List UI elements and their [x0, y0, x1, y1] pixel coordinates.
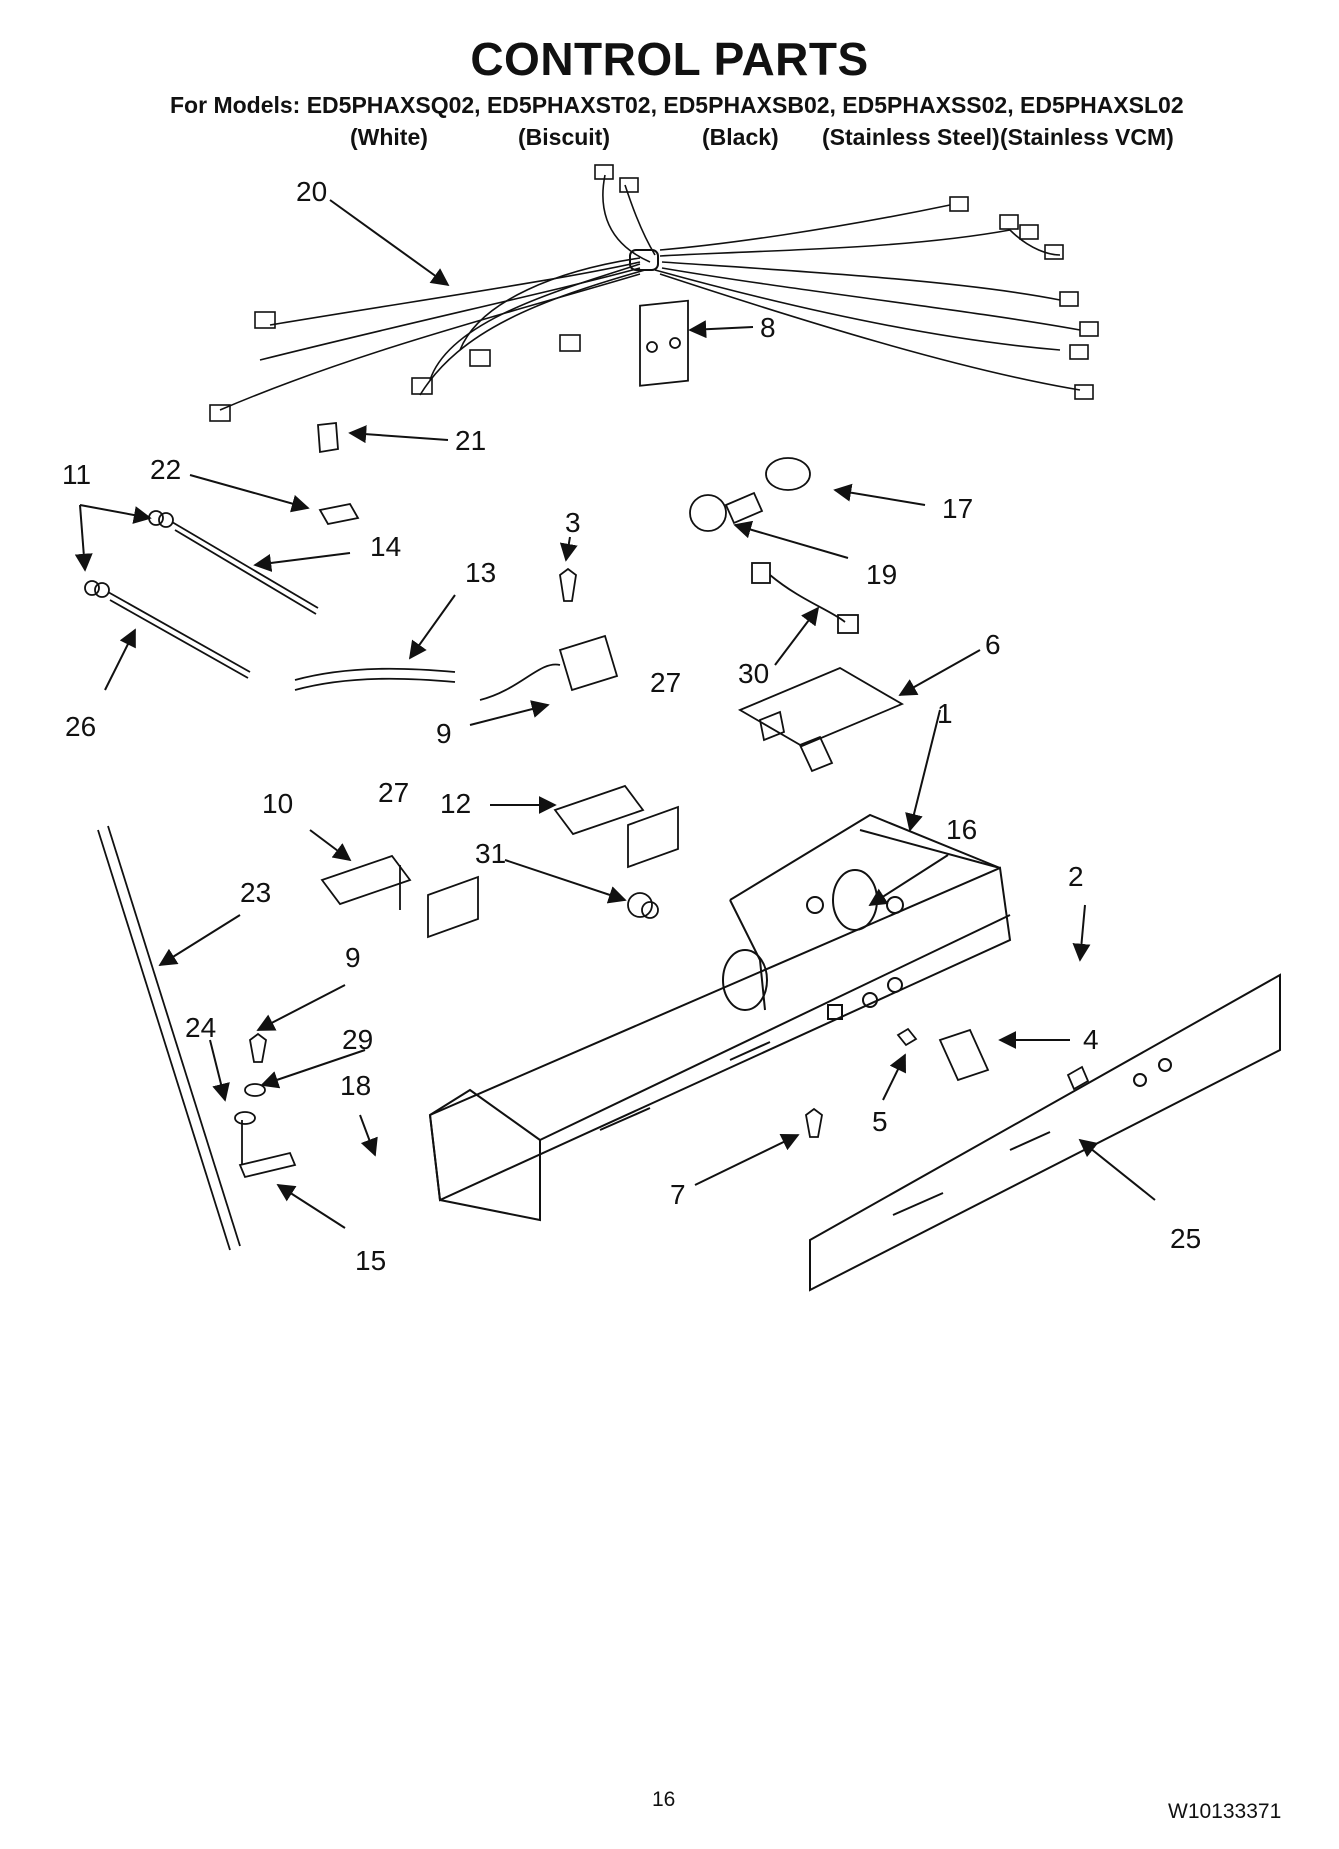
wire-harness: [209, 164, 1099, 422]
callout-label: 11: [62, 459, 91, 490]
models-line: For Models: ED5PHAXSQ02, ED5PHAXST02, ED…: [170, 92, 1184, 118]
callout-label: 16: [946, 814, 977, 845]
callout-label: 10: [262, 788, 293, 819]
callout-label: 15: [355, 1245, 386, 1276]
page-title: CONTROL PARTS: [470, 33, 869, 85]
callout-label: 12: [440, 788, 471, 819]
callout-label: 5: [872, 1106, 888, 1137]
parts-drawing: [84, 299, 1090, 1251]
callout-label: 9: [345, 942, 361, 973]
finish-black: (Black): [702, 124, 779, 150]
callout-label: 17: [942, 493, 973, 524]
callout-label: 2: [1068, 861, 1084, 892]
callout-label: 26: [65, 711, 96, 742]
callout-label: 4: [1083, 1024, 1099, 1055]
leader-lines: [74, 199, 1156, 1229]
callout-label: 27: [378, 777, 409, 808]
page-number: 16: [652, 1788, 676, 1811]
finish-stainless-vcm: (Stainless VCM): [1000, 124, 1174, 150]
callout-label: 27: [650, 667, 681, 698]
callout-label: 6: [985, 629, 1001, 660]
trim-strip: [809, 973, 1281, 1292]
callout-label: 7: [670, 1179, 686, 1210]
callout-label: 29: [342, 1024, 373, 1055]
callout-label: 30: [738, 658, 769, 689]
finish-stainless-steel: (Stainless Steel): [822, 124, 1000, 150]
callout-label: 9: [436, 718, 452, 749]
callout-label: 14: [370, 531, 401, 562]
callout-label: 23: [240, 877, 271, 908]
callout-labels: 20 8 21 11 22 14 3 17 19 13 26 9 27 30 6…: [62, 176, 1201, 1276]
finish-biscuit: (Biscuit): [518, 124, 610, 150]
callout-label: 21: [455, 425, 486, 456]
document-number: W10133371: [1168, 1800, 1282, 1823]
callout-label: 31: [475, 838, 506, 869]
finish-white: (White): [350, 124, 428, 150]
callout-label: 8: [760, 312, 776, 343]
callout-label: 24: [185, 1012, 216, 1043]
callout-label: 20: [296, 176, 327, 207]
callout-label: 22: [150, 454, 181, 485]
callout-label: 3: [565, 507, 581, 538]
callout-label: 18: [340, 1070, 371, 1101]
callout-label: 25: [1170, 1223, 1201, 1254]
control-housing: [428, 813, 1012, 1222]
callout-label: 19: [866, 559, 897, 590]
callout-label: 1: [937, 698, 953, 729]
callout-label: 13: [465, 557, 496, 588]
